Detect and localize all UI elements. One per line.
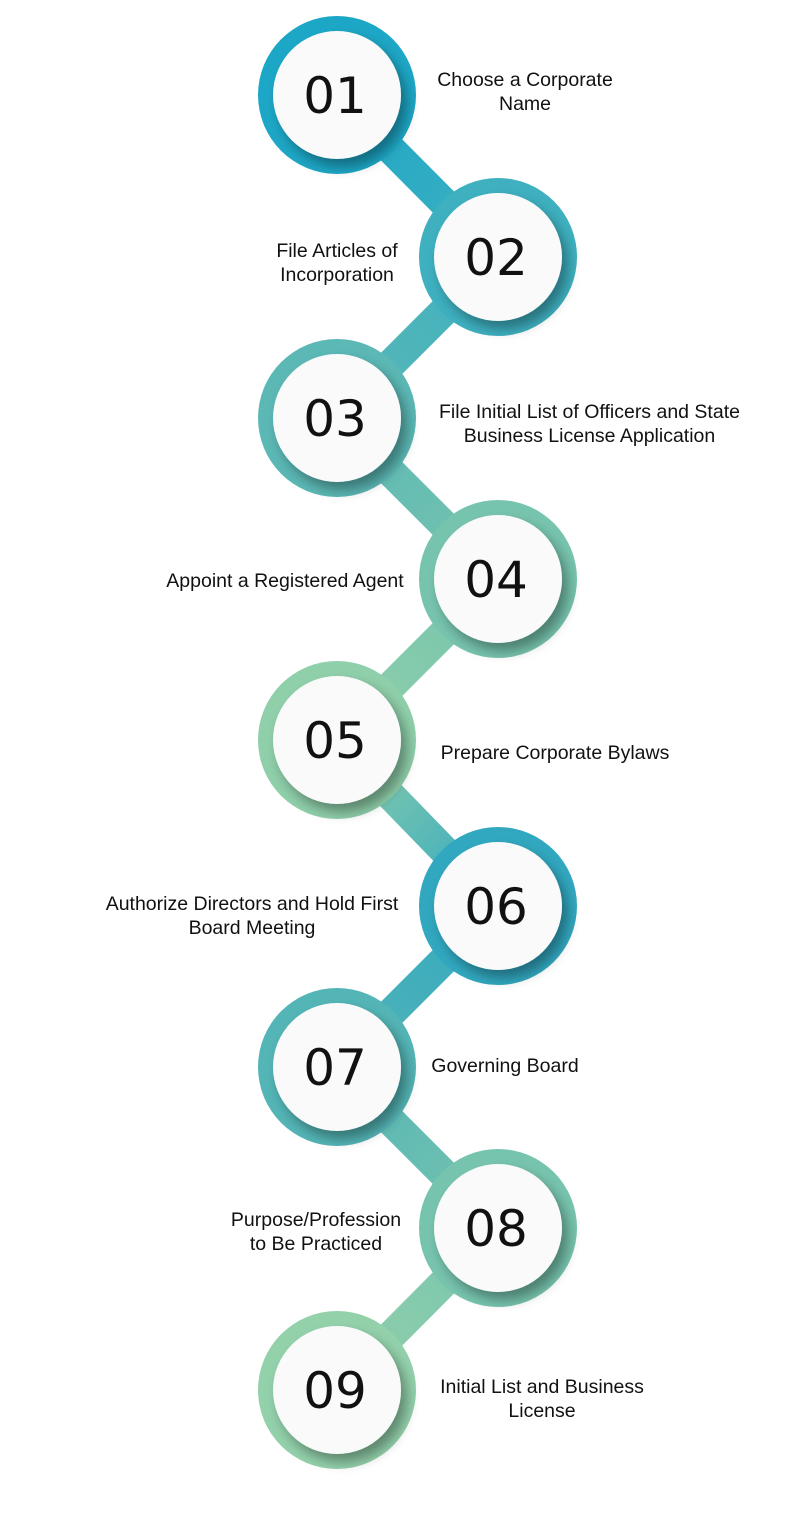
step-node: 09 xyxy=(258,1311,416,1469)
step-node: 04 xyxy=(419,500,577,658)
step-number: 01 xyxy=(303,67,367,125)
step-label-line: Authorize Directors and Hold First xyxy=(105,893,399,915)
step-label-line: License xyxy=(508,1400,576,1422)
step-circle xyxy=(273,676,401,804)
step-node: 01 xyxy=(258,16,416,174)
step-label-line: Name xyxy=(498,93,552,115)
step-circle xyxy=(273,1326,401,1454)
step-circle xyxy=(273,1003,401,1131)
step-label-line: File Articles of xyxy=(276,240,398,262)
step-circle xyxy=(434,193,562,321)
step-label-line: Incorporation xyxy=(280,264,394,286)
step-label-line: Appoint a Registered Agent xyxy=(166,570,404,592)
step-node: 08 xyxy=(419,1149,577,1307)
step-label-line: Board Meeting xyxy=(188,917,316,939)
step-number: 09 xyxy=(303,1362,367,1420)
step-label-line: Governing Board xyxy=(431,1055,579,1077)
step-number: 03 xyxy=(303,390,367,448)
step-node: 02 xyxy=(419,178,577,336)
step-label: Appoint a Registered Agent xyxy=(140,569,430,593)
step-number: 05 xyxy=(303,712,367,770)
step-label: Governing Board xyxy=(400,1054,610,1078)
step-label-line: Business License Application xyxy=(463,425,716,447)
step-label-line: Initial List and Business xyxy=(440,1376,644,1398)
step-number: 07 xyxy=(303,1039,367,1097)
step-label-line: to Be Practiced xyxy=(249,1233,383,1255)
step-label-line: File Initial List of Officers and State xyxy=(439,401,740,423)
step-circle xyxy=(273,31,401,159)
step-circle xyxy=(434,515,562,643)
step-label-line: Prepare Corporate Bylaws xyxy=(440,742,670,764)
step-circle xyxy=(434,1164,562,1292)
step-node: 06 xyxy=(419,827,577,985)
step-label-line: Purpose/Profession xyxy=(230,1209,402,1231)
rings-layer: 01 02 03 04 05 06 07 08 09 xyxy=(258,16,577,1469)
step-number: 02 xyxy=(464,229,528,287)
step-number: 04 xyxy=(464,551,528,609)
step-circle xyxy=(273,354,401,482)
step-number: 08 xyxy=(464,1200,528,1258)
step-circle xyxy=(434,842,562,970)
step-label: Prepare Corporate Bylaws xyxy=(410,741,700,765)
step-number: 06 xyxy=(464,878,528,936)
step-node: 03 xyxy=(258,339,416,497)
step-node: 07 xyxy=(258,988,416,1146)
step-label-line: Choose a Corporate xyxy=(437,69,613,91)
step-node: 05 xyxy=(258,661,416,819)
